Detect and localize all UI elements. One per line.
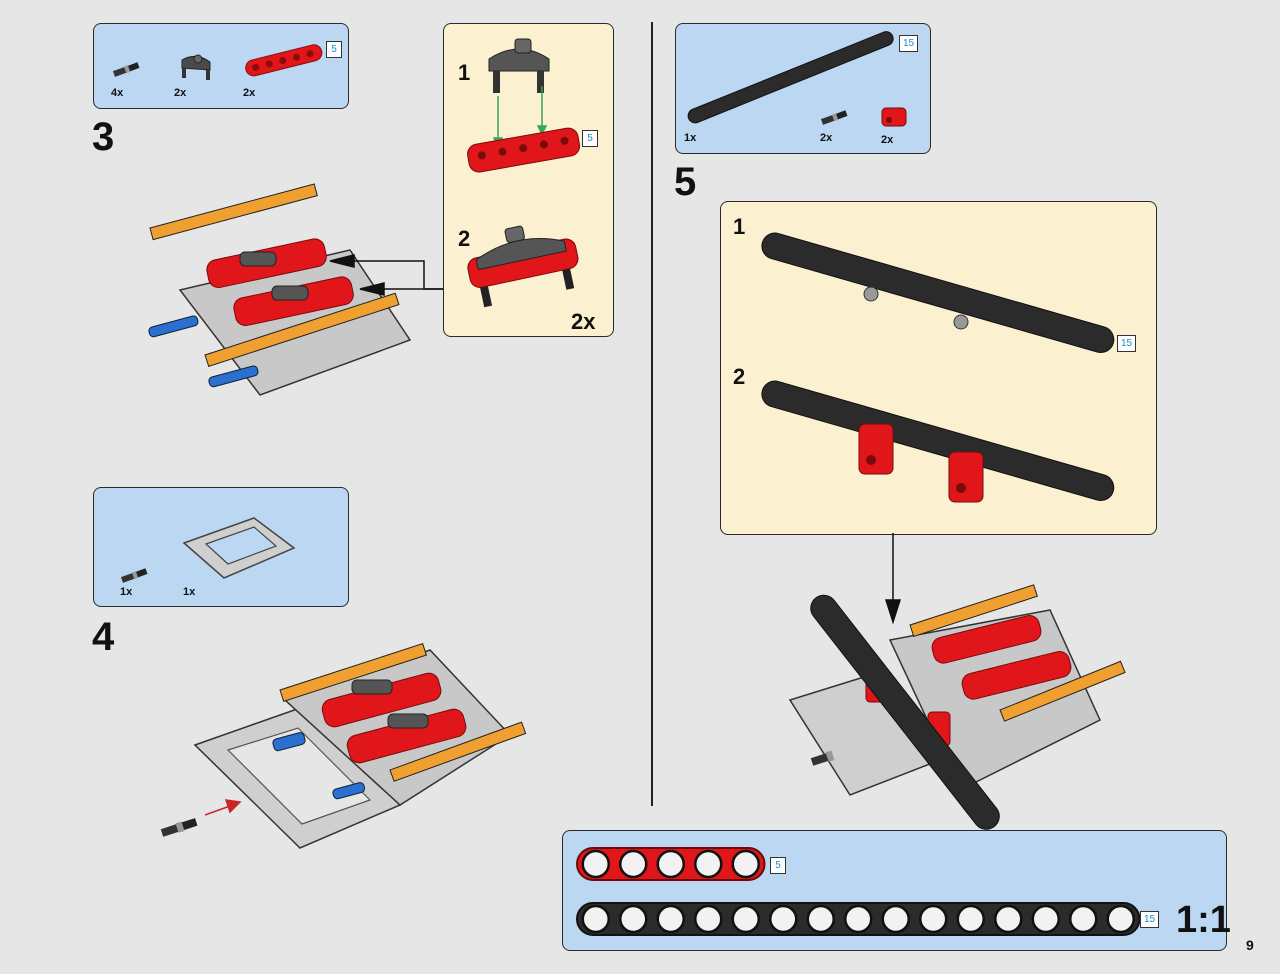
ruler-graphics [576,847,1141,936]
step3-assembly-model [148,183,412,396]
axle-icon [909,584,1126,722]
substep-number: 1 [458,60,471,85]
length-tag: 15 [1117,335,1136,352]
red-beam-icon [865,615,1072,747]
beam-hole [619,849,648,879]
blue-pin-icon [272,732,366,800]
long-beam-icon [761,380,1115,502]
beam-5-icon [576,847,766,881]
red-beam-icon [206,238,354,327]
beam-hole [731,904,760,934]
part-qty: 1x [183,586,196,598]
callout-arrow-icon [329,254,443,296]
red-block-icon [881,107,907,127]
beam-hole [581,849,610,879]
step5-subassembly-graphics [761,232,1115,503]
beam-hole [656,849,685,879]
long-beam-icon [687,31,894,124]
red-beam-icon [245,44,323,77]
part-qty: 2x [243,87,256,99]
part-qty: 2x [881,134,894,146]
axle-pin-icon [863,286,969,330]
assembled-beam-icon [467,225,579,308]
step-number: 4 [92,615,115,659]
step4-parts-callout: 1x 1x [93,487,349,607]
length-tag: 5 [326,41,342,58]
axle-pin-icon [810,750,835,766]
step-number: 5 [674,160,697,204]
beam-hole [769,904,798,934]
blue-pin-icon [148,315,259,388]
axle-icon [279,643,527,782]
beam-hole [656,904,685,934]
part-qty: 1x [120,586,133,598]
part-qty: 2x [820,132,833,144]
axle-icon [149,183,400,368]
part-qty: 4x [111,87,124,99]
part-qty: 2x [174,87,187,99]
substep-number: 1 [733,214,746,239]
scale-label: 1:1 [1176,899,1231,941]
red-block-icon [858,423,984,503]
step5-parts-graphics [687,31,907,127]
length-tag: 5 [770,857,786,874]
page-number: 9 [1246,937,1254,953]
multiplier-label: 2x [571,309,596,334]
long-beam-icon [761,232,1115,354]
beam-hole [994,904,1023,934]
beam-hole [881,904,910,934]
connector-icon [181,54,211,80]
beam-hole [844,904,873,934]
step3-parts-graphics [112,44,323,80]
step5-subassembly-callout: 1 15 2 [720,201,1157,535]
beam-hole [581,904,610,934]
length-tag: 5 [582,130,598,147]
beam-hole [619,904,648,934]
beam-hole [806,904,835,934]
step-number: 3 [92,115,115,159]
connector-icon [488,38,550,93]
long-beam-icon [810,594,1000,830]
step3-subassembly-callout: 1 5 2 2x [443,23,614,337]
axle-pin-icon [112,62,140,77]
part-qty: 1x [684,132,697,144]
red-beam-icon [467,127,581,173]
beam-hole [1106,904,1135,934]
step5-parts-callout: 15 1x 2x 2x [675,23,931,154]
beam-hole [1031,904,1060,934]
axle-pin-icon [160,818,198,837]
insertion-arrow-icon [204,799,242,816]
frame-icon [182,517,296,579]
substep-number: 2 [458,226,471,251]
subassembly-graphics [467,38,581,308]
substep-number: 2 [733,364,746,389]
column-divider [651,22,653,806]
length-tag: 15 [1140,911,1159,928]
beam-hole [956,904,985,934]
callout-arrow-icon [884,533,902,625]
step4-assembly-model [160,643,527,849]
red-beam-icon [321,672,467,764]
beam-hole [919,904,948,934]
beam-hole [694,849,723,879]
axle-pin-icon [120,568,148,583]
step5-assembly-model [788,584,1126,830]
beam-hole [731,849,760,879]
step3-parts-callout: 5 4x 2x 2x [93,23,349,109]
length-tag: 15 [899,35,918,52]
beam-hole [694,904,723,934]
beam-ruler-callout: 5 15 1:1 [562,830,1231,951]
step4-parts-graphics [120,517,296,583]
axle-pin-icon [820,110,848,125]
beam-15-icon [576,902,1141,936]
beam-hole [1069,904,1098,934]
